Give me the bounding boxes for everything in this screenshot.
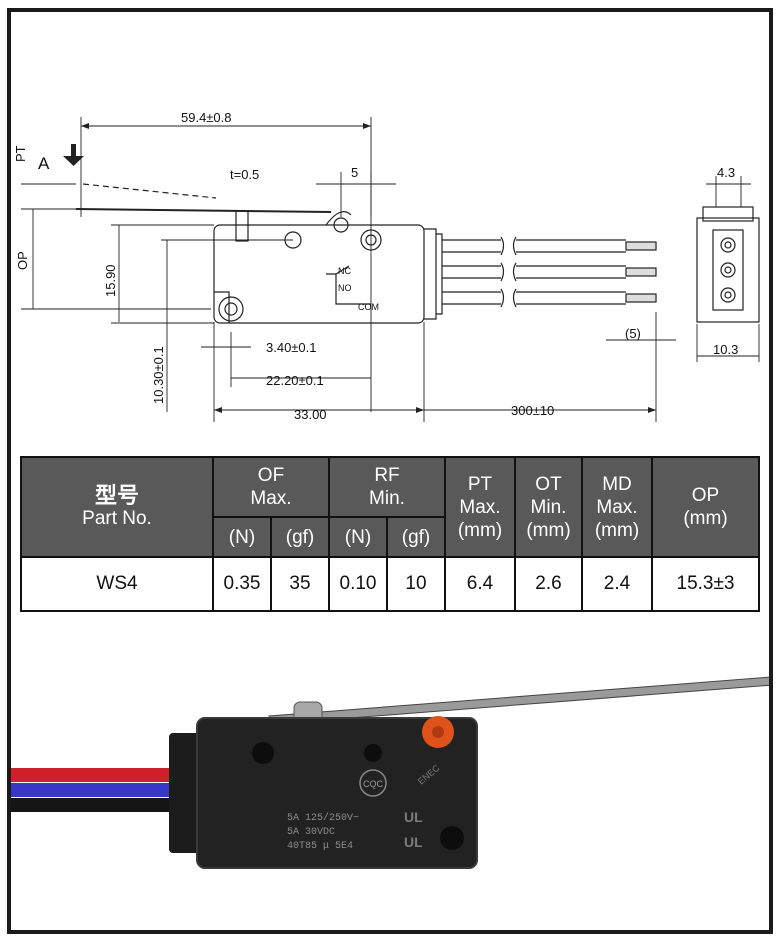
mount-hole — [218, 296, 244, 322]
header-op: OP (mm) — [651, 456, 760, 558]
blue-wire — [11, 783, 181, 797]
header-md-1: MD — [602, 473, 632, 495]
cell-ot: 2.6 — [514, 556, 583, 612]
mount-hole-photo — [440, 826, 464, 850]
dim-lever-thickness: t=0.5 — [230, 167, 259, 182]
cell-md: 2.4 — [581, 556, 653, 612]
page-frame — [7, 8, 773, 934]
rating-line-3: 40T85 μ 5E4 — [287, 841, 353, 852]
header-part-no: 型号 Part No. — [20, 456, 214, 558]
dim-side-width-top: 4.3 — [717, 165, 735, 180]
switch-body-outline — [213, 224, 425, 324]
rating-line-2: 5A 30VDC — [287, 827, 335, 838]
header-of-2: Max. — [250, 488, 292, 509]
header-rf-unit-gf: (gf) — [386, 516, 446, 558]
side-view — [696, 206, 760, 323]
header-md: MD Max. (mm) — [581, 456, 653, 558]
dimension-drawing: 59.4±0.8 A t=0.5 5 3.40±0.1 22.20±0.1 33… — [11, 12, 769, 452]
header-ot: OT Min. (mm) — [514, 456, 583, 558]
header-rf-2: Min. — [369, 488, 405, 509]
header-of-unit-gf: (gf) — [270, 516, 330, 558]
label-com: COM — [358, 302, 379, 312]
cell-rf-gf: 10 — [386, 556, 446, 612]
header-ot-2: Min. — [530, 496, 567, 518]
dim-hole-offset: 3.40±0.1 — [266, 340, 317, 355]
ul-mark-1: UL — [404, 809, 423, 825]
product-photo: CQC 5A 125/250V~ 5A 30VDC 40T85 μ 5E4 EN… — [11, 640, 774, 926]
ul-mark-2: UL — [404, 834, 423, 850]
dim-op-label: OP — [15, 251, 30, 270]
header-of: OF Max. — [212, 456, 330, 518]
dim-pt-label: PT — [13, 145, 28, 162]
label-nc: NC — [338, 266, 351, 276]
cell-rf-n: 0.10 — [328, 556, 388, 612]
header-op-1: OP — [691, 485, 720, 506]
dim-mount-height: 10.30±0.1 — [151, 346, 166, 404]
header-pt-3: (mm) — [457, 519, 503, 541]
black-wire — [11, 798, 181, 812]
dim-arrow-label: A — [38, 154, 50, 173]
dim-side-width: 10.3 — [713, 342, 738, 357]
dim-lead-length: 300±10 — [511, 403, 554, 418]
body-seal-outline — [424, 228, 437, 320]
product-photo-svg: CQC 5A 125/250V~ 5A 30VDC 40T85 μ 5E4 EN… — [11, 676, 774, 869]
header-pt: PT Max. (mm) — [444, 456, 516, 558]
cell-op: 15.3±3 — [651, 556, 760, 612]
lead-wires — [442, 236, 657, 308]
header-ot-3: (mm) — [526, 519, 571, 541]
spec-table: 型号 Part No. OF Max. RF Min. PT Max. (mm)… — [20, 456, 760, 612]
lever-arm — [268, 676, 774, 725]
dim-five: 5 — [351, 165, 358, 180]
cert-mark: CQC — [363, 779, 384, 789]
dim-overall-length: 59.4±0.8 — [181, 110, 232, 125]
header-of-1: OF — [257, 465, 285, 486]
header-op-2: (mm) — [683, 508, 728, 529]
header-of-unit-n: (N) — [212, 516, 272, 558]
cell-of-gf: 35 — [270, 556, 330, 612]
header-part-en: Part No. — [82, 508, 152, 529]
header-rf-1: RF — [374, 465, 400, 486]
header-pt-2: Max. — [459, 496, 501, 518]
dim-hole-spacing: 22.20±0.1 — [266, 373, 324, 388]
header-rf-unit-n: (N) — [328, 516, 388, 558]
lever-free-position — [82, 183, 217, 199]
dim-strip-length: (5) — [625, 326, 641, 341]
cell-pt: 6.4 — [444, 556, 516, 612]
cell-part: WS4 — [20, 556, 214, 612]
header-pt-1: PT — [467, 473, 493, 495]
lever-line — [75, 208, 332, 213]
header-md-3: (mm) — [594, 519, 640, 541]
header-part-zh: 型号 — [94, 483, 139, 508]
header-rf: RF Min. — [328, 456, 446, 518]
dim-height: 15.90 — [103, 264, 118, 297]
rating-line-1: 5A 125/250V~ — [287, 812, 359, 824]
header-md-2: Max. — [596, 496, 638, 518]
cell-of-n: 0.35 — [212, 556, 272, 612]
dim-body-length: 33.00 — [294, 407, 327, 422]
table-row: WS4 0.35 35 0.10 10 6.4 2.6 2.4 15.3±3 — [20, 556, 760, 612]
drawing-svg: 59.4±0.8 A t=0.5 5 3.40±0.1 22.20±0.1 33… — [13, 110, 760, 422]
red-wire — [11, 768, 181, 782]
header-ot-1: OT — [535, 473, 562, 495]
label-no: NO — [338, 283, 352, 293]
